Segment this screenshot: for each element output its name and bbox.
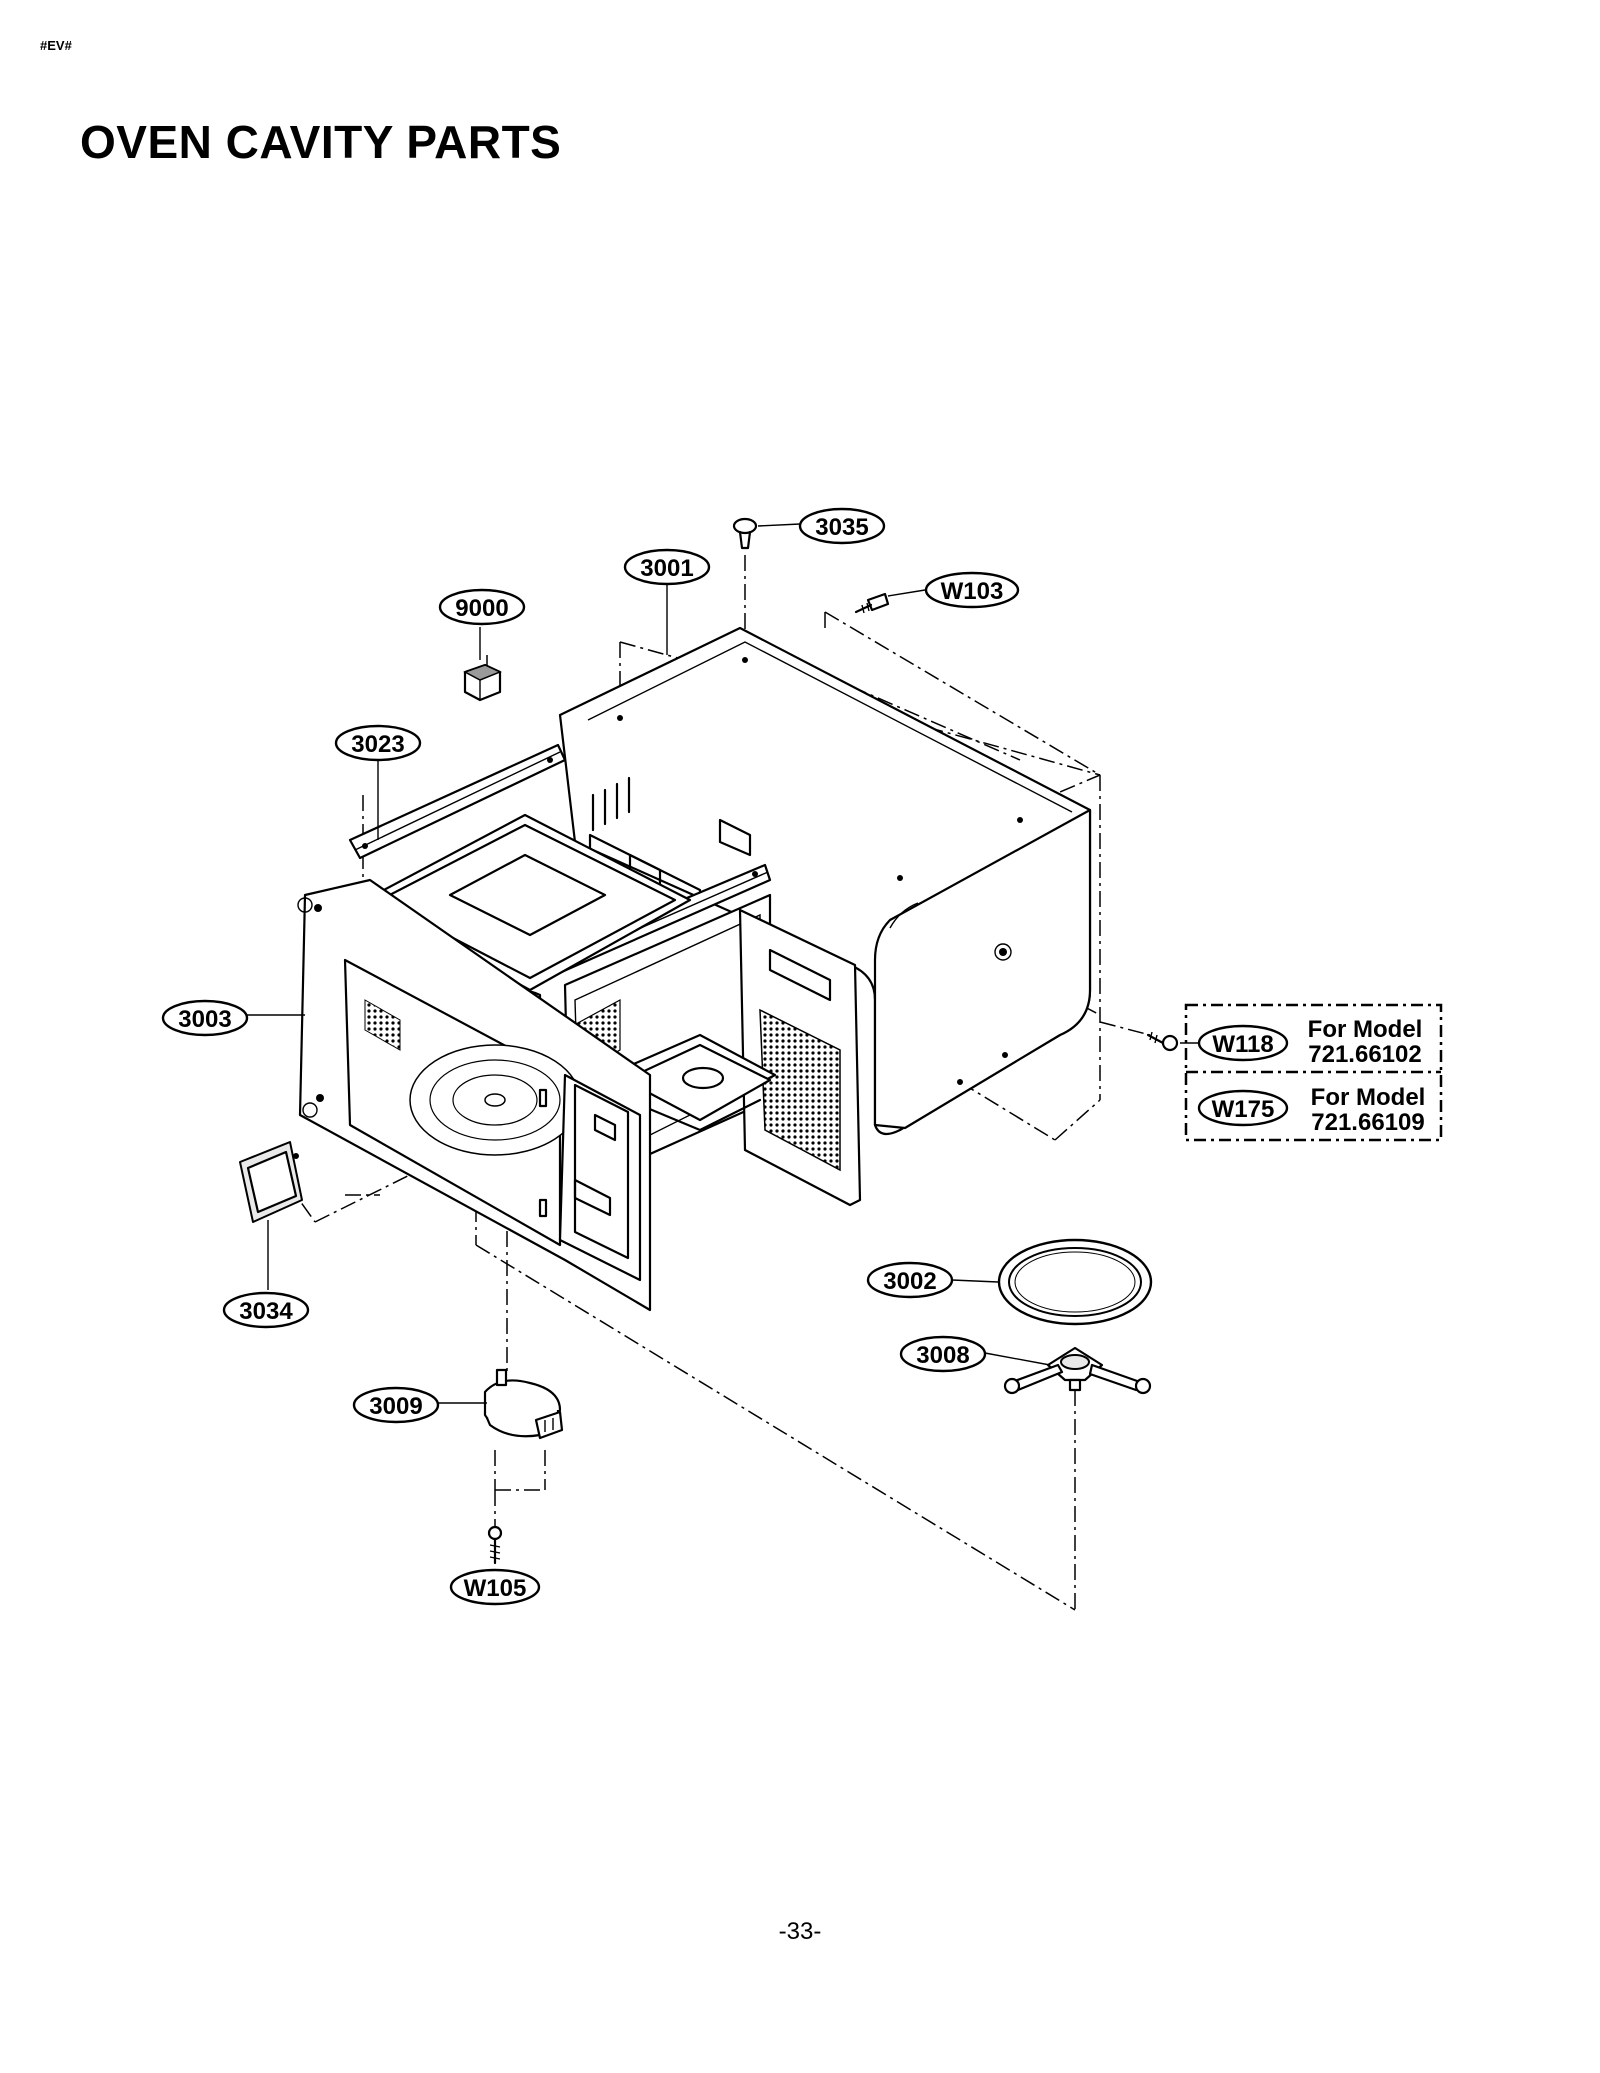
leader-lines (246, 523, 1198, 1404)
callout-3001: 3001 (623, 548, 711, 586)
w175-note-label: For Model (1311, 1084, 1426, 1111)
waveguide-cover (239, 1141, 303, 1223)
svg-text:9000: 9000 (455, 595, 508, 622)
cap-part (732, 517, 758, 550)
tray-plate (618, 1033, 777, 1132)
svg-text:W103: W103 (941, 578, 1004, 605)
callout-3034: 3034 (222, 1291, 310, 1329)
page-title: OVEN CAVITY PARTS (80, 116, 562, 168)
part-9000-block (463, 663, 502, 702)
outer-cabinet (558, 626, 1092, 1136)
screw-w105 (487, 1525, 503, 1565)
svg-text:3023: 3023 (351, 731, 404, 758)
callout-3023: 3023 (334, 724, 422, 762)
callout-3002: 3002 (866, 1261, 954, 1299)
glass-tray (997, 1238, 1153, 1326)
callout-3003: 3003 (161, 999, 249, 1037)
svg-text:3035: 3035 (815, 514, 868, 541)
svg-text:3003: 3003 (178, 1006, 231, 1033)
svg-text:3002: 3002 (883, 1268, 936, 1295)
document-code: #EV# (40, 38, 72, 53)
callout-3009: 3009 (352, 1386, 440, 1424)
w118-note-label: For Model (1308, 1016, 1423, 1043)
callout-w118: W118 (1197, 1024, 1289, 1062)
screw-w118 (1146, 1031, 1179, 1052)
screw-w103 (854, 592, 890, 614)
callout-3035: 3035 (798, 507, 886, 545)
turntable-motor (483, 1368, 564, 1440)
svg-text:W105: W105 (464, 1575, 527, 1602)
w175-note-model: 721.66109 (1311, 1109, 1424, 1136)
callout-9000: 9000 (438, 588, 526, 626)
svg-text:W175: W175 (1212, 1096, 1275, 1123)
model-note-box (1184, 1003, 1443, 1142)
svg-text:3001: 3001 (640, 555, 693, 582)
svg-text:3034: 3034 (239, 1298, 293, 1325)
svg-text:3008: 3008 (916, 1342, 969, 1369)
callout-w175: W175 (1197, 1089, 1289, 1127)
page-number: -33- (778, 1918, 822, 1945)
roller-guide (1003, 1346, 1152, 1395)
callout-w105: W105 (449, 1568, 541, 1606)
front-panel (297, 878, 652, 1312)
callout-w103: W103 (924, 571, 1020, 609)
svg-text:3009: 3009 (369, 1393, 422, 1420)
inner-cavity (363, 813, 862, 1207)
w118-note-model: 721.66102 (1308, 1041, 1421, 1068)
callout-3008: 3008 (899, 1335, 987, 1373)
svg-text:W118: W118 (1212, 1031, 1273, 1058)
